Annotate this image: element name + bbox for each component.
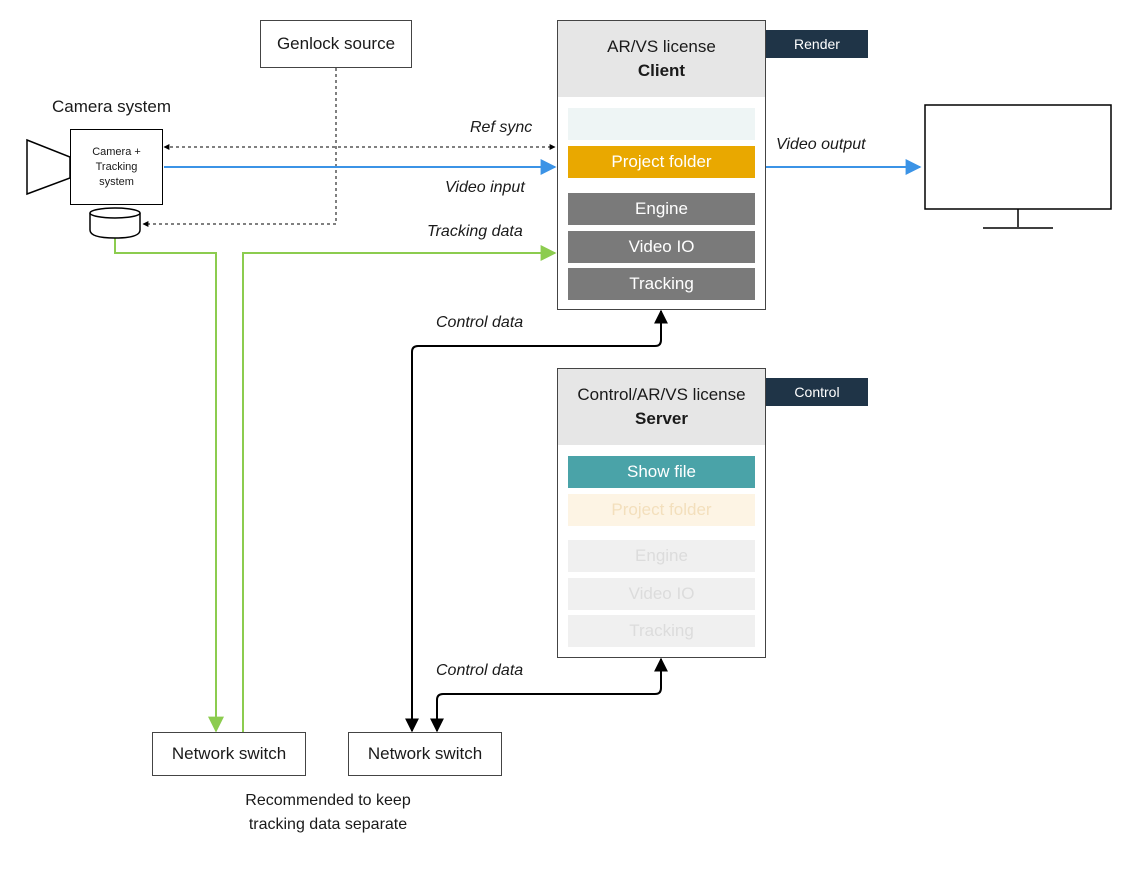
control-data-bottom-label: Control data: [436, 662, 524, 679]
server-row-show-file: Show file: [568, 456, 755, 488]
client-role: Client: [637, 61, 686, 80]
tracking-to-switch-line: [114, 238, 224, 733]
client-row-project-folder: Project folder: [568, 146, 755, 178]
client-license: AR/VS license: [607, 37, 716, 56]
network-switch-left-label: Network switch: [171, 744, 287, 763]
genlock-source-box: Genlock source: [260, 20, 412, 68]
network-switch-right-label: Network switch: [367, 744, 483, 763]
server-row-engine: Engine: [568, 540, 755, 572]
control-data-top-label: Control data: [436, 314, 524, 331]
client-row-video-io: Video IO: [568, 231, 755, 263]
camera-tracking-box: Camera + Tracking system: [70, 129, 163, 205]
ref-sync-label: Ref sync: [470, 119, 533, 136]
tracking-to-client-line: [242, 245, 557, 733]
server-panel: Control/AR/VS license Server Show file P…: [557, 368, 766, 658]
client-row-tracking: Tracking: [568, 268, 755, 300]
tracking-data-label: Tracking data: [427, 223, 523, 240]
server-row-project-folder: Project folder: [568, 494, 755, 526]
control-tag: Control: [766, 378, 868, 406]
video-output-label: Video output: [776, 136, 866, 153]
separation-note-line1: Recommended to keep: [245, 792, 411, 809]
server-panel-header: Control/AR/VS license Server: [558, 369, 765, 445]
control-data-server-line: [430, 657, 668, 733]
camera-tracking-label: Camera + Tracking system: [92, 145, 141, 188]
separation-note-line2: tracking data separate: [248, 816, 408, 833]
network-switch-left: Network switch: [152, 732, 306, 776]
server-role: Server: [635, 409, 688, 428]
client-panel-header: AR/VS license Client: [558, 21, 765, 97]
camera-system-title: Camera system: [52, 97, 172, 116]
client-row-engine: Engine: [568, 193, 755, 225]
client-panel: AR/VS license Client Project folder Engi…: [557, 20, 766, 310]
tracking-puck-icon: [89, 207, 141, 239]
render-tag: Render: [766, 30, 868, 58]
network-switch-right: Network switch: [348, 732, 502, 776]
camera-lens-icon: [26, 138, 71, 196]
video-input-label: Video input: [445, 179, 525, 196]
server-row-tracking: Tracking: [568, 615, 755, 647]
separation-note: Recommended to keep tracking data separa…: [208, 789, 448, 837]
monitor-icon: [924, 104, 1112, 229]
server-row-video-io: Video IO: [568, 578, 755, 610]
client-row-blank: [568, 108, 755, 140]
control-data-client-line: [405, 309, 668, 733]
server-license: Control/AR/VS license: [577, 385, 746, 404]
genlock-line: [142, 68, 337, 227]
genlock-source-label: Genlock source: [276, 34, 396, 53]
